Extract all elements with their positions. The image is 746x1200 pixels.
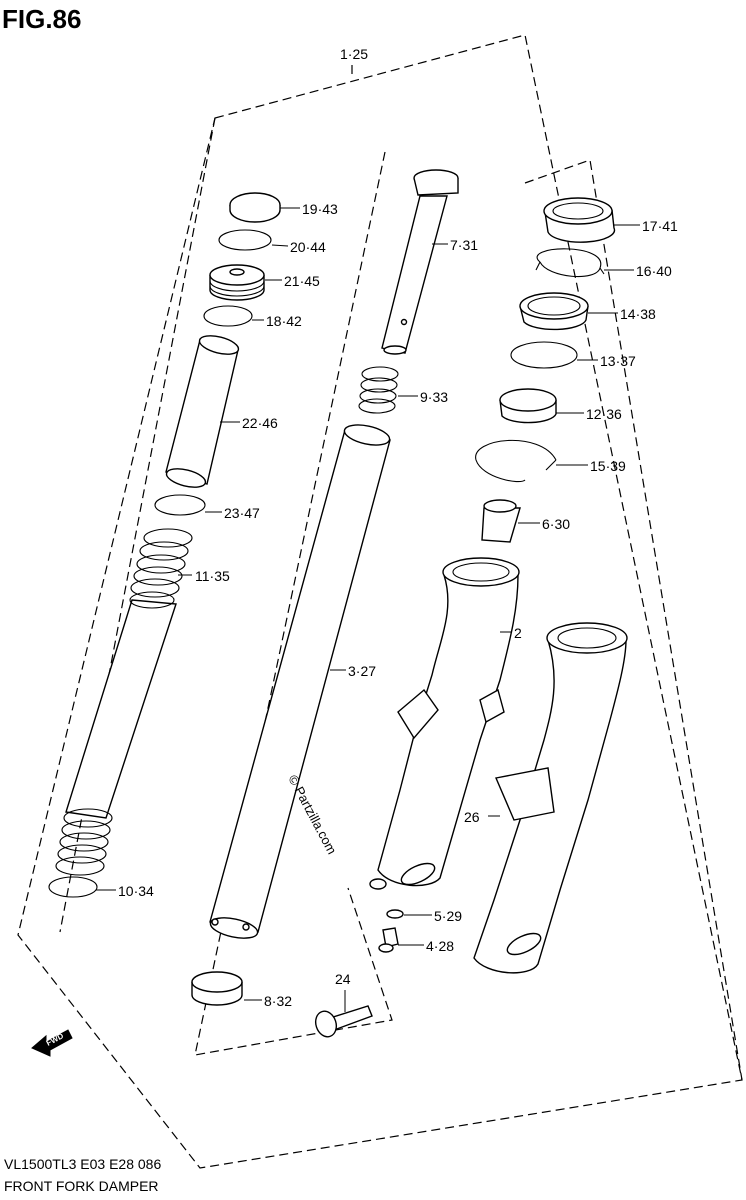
callout-20-44: 20·44 [290,239,326,255]
outer-tube-group-boundary [524,159,743,1081]
callout-22-46: 22·46 [242,415,278,431]
callout-4-28: 4·28 [426,938,454,954]
callout-17-41: 17·41 [642,218,678,234]
figure-code: VL1500TL3 E03 E28 086 [4,1156,162,1172]
cap-bolt-21 [209,264,265,301]
callout-2: 2 [514,625,522,641]
callout-3-27: 3·27 [348,663,376,679]
ring-10 [48,876,98,898]
washer-23 [154,494,206,516]
guide-bushing-12 [499,388,557,424]
damper-rod-group-boundary [194,151,393,1056]
snap-ring-15 [475,439,557,483]
callout-16-40: 16·40 [636,263,672,279]
callout-19-43: 19·43 [302,201,338,217]
callout-14-38: 14·38 [620,306,656,322]
drain-bolt-4 [378,927,399,953]
callout-8-32: 8·32 [264,993,292,1009]
figure-name: FRONT FORK DAMPER [4,1178,159,1194]
callout-7-31: 7·31 [450,237,478,253]
inner-tube-3 [209,424,391,939]
stopper-ring-16 [535,248,605,278]
fork-spring-11 [55,528,193,876]
fwd-arrow-icon: FWD [31,1029,73,1057]
spacer-pipe-22 [165,335,240,488]
cap-19 [229,192,281,223]
seal-ring-13 [510,341,578,369]
callout-1-25: 1·25 [340,46,368,62]
outer-tube-26 [473,622,628,974]
callout-24: 24 [335,971,351,987]
callout-11-35: 11·35 [195,568,230,584]
callout-18-42: 18·42 [266,313,302,329]
o-ring-20 [218,229,272,251]
assembly-boundary [17,34,743,1169]
dust-seal-17 [543,197,616,243]
rebound-spring-9 [358,366,399,414]
callout-21-45: 21·45 [284,273,320,289]
gasket-5 [386,909,404,919]
oil-lock-piece-6 [481,499,521,543]
callout-9-33: 9·33 [420,389,448,405]
bolt-24 [314,1005,373,1038]
callout-6-30: 6·30 [542,516,570,532]
damper-rod-7 [381,169,459,355]
watermark: © Partzilla.com [285,772,339,856]
bushing-8 [191,971,243,1006]
callout-10-34: 10·34 [118,883,154,899]
callout-15-39: 15·39 [590,458,626,474]
figure-title: FIG.86 [2,4,82,34]
outer-tube-2 [369,557,520,890]
o-ring-18 [203,305,253,327]
callout-26: 26 [464,809,480,825]
callout-23-47: 23·47 [224,505,260,521]
callout-13-37: 13·37 [600,353,636,369]
callout-5-29: 5·29 [434,908,462,924]
callout-12-36: 12·36 [586,406,622,422]
oil-seal-14 [519,292,589,331]
